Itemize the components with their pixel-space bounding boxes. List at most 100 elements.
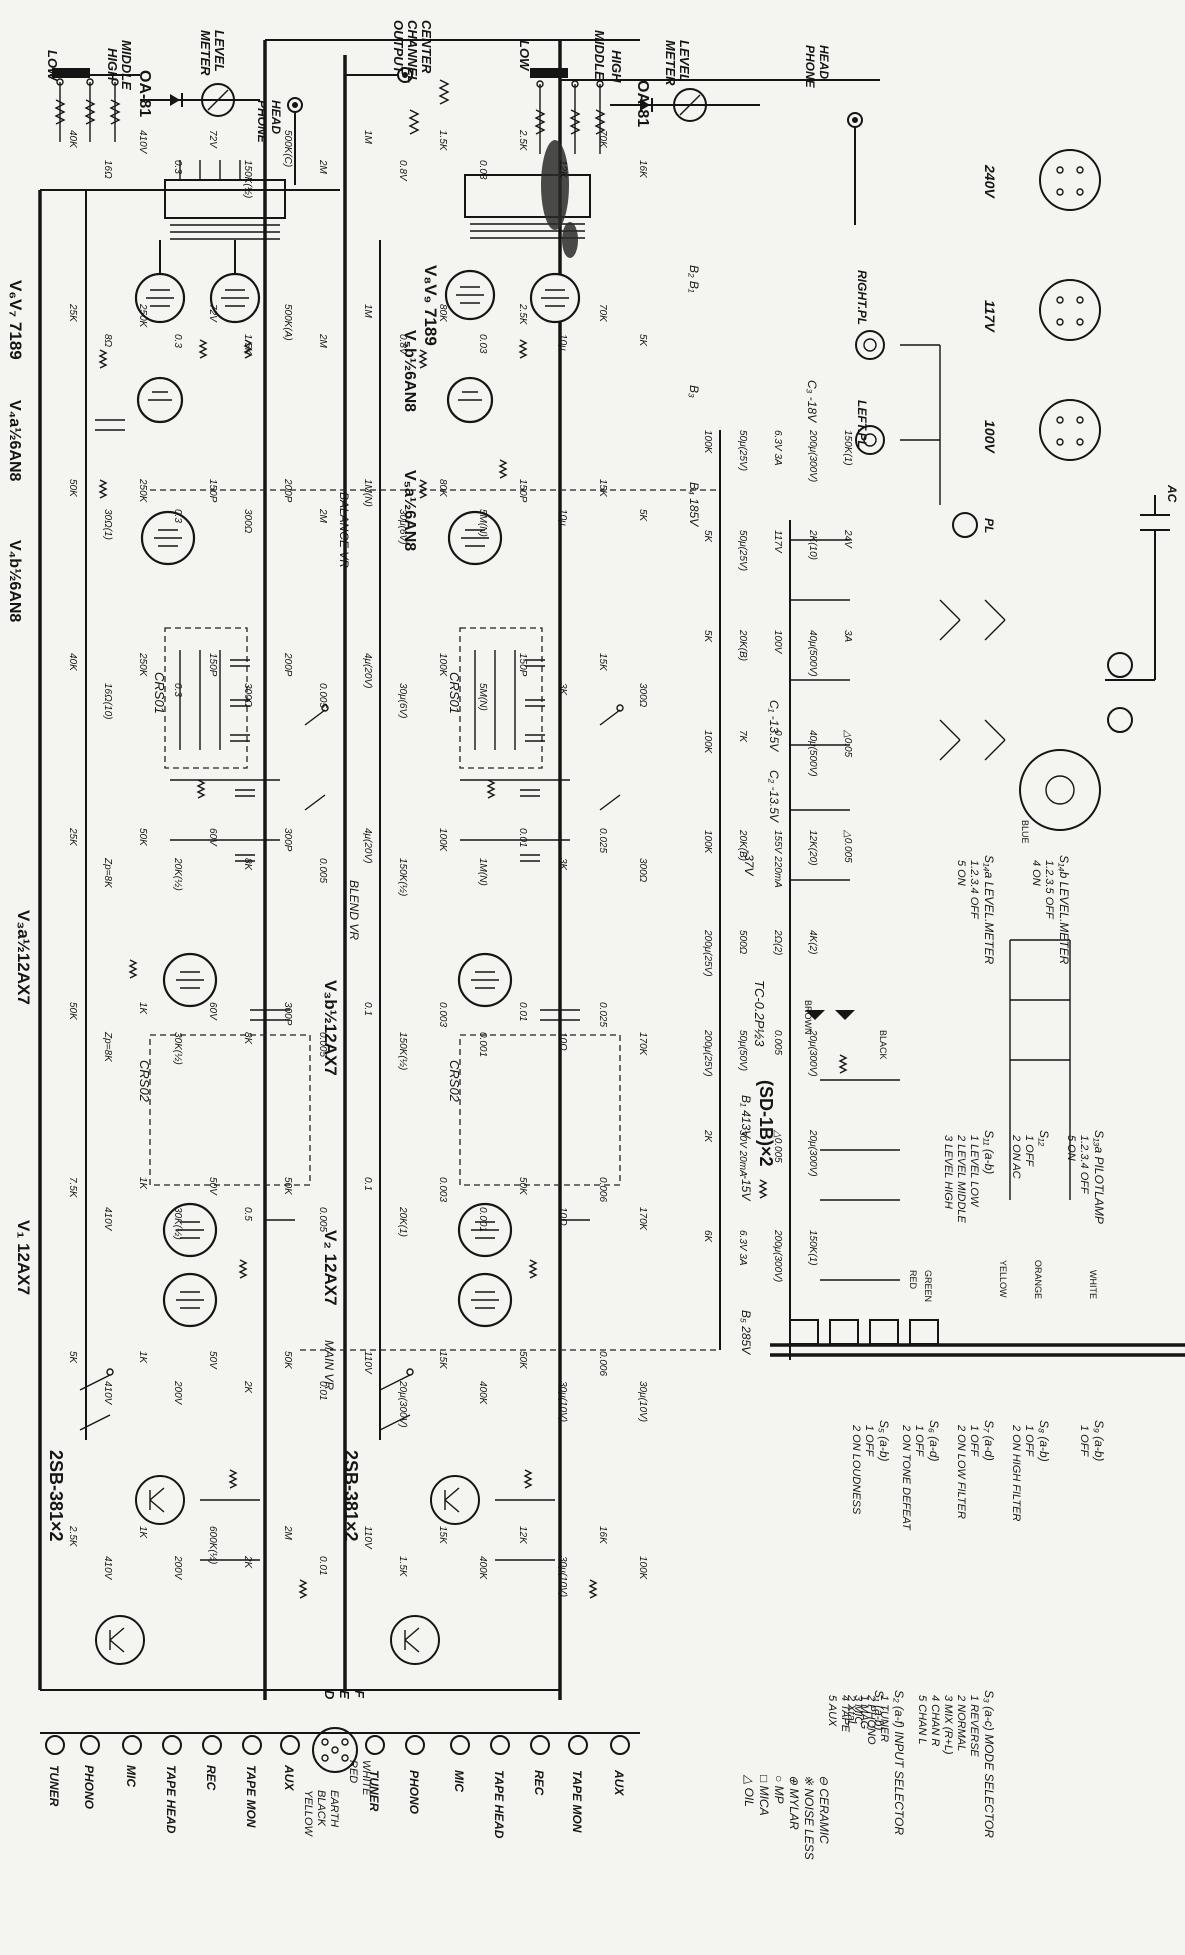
component-value: 410V [102,1207,113,1232]
tube-label-v3b: V₃b½12AX7 [321,980,340,1076]
component-value: 40K [67,653,78,672]
component-value: 8Ω [102,334,113,348]
input-label: TAPE HEAD [492,1770,506,1839]
legend-switch-item: 1 OFF [968,1425,980,1457]
legend-switch-item: 5 AUX [826,1695,838,1727]
legend-switch-item: 4 ON [1030,860,1042,886]
crs02-label-b: CRS02 [447,1060,462,1103]
component-value: 10μ [557,334,568,351]
component-value: 2.5K [517,303,528,326]
component-value: 30K(½) [172,1207,183,1240]
component-value: 30μ(6V) [397,683,408,719]
supply-neg37: -37V [742,850,756,876]
component-value: 100V [772,630,783,655]
legend-material: ※ NOISE LESS [802,1775,816,1860]
component-value: 150K(1) [842,430,853,466]
component-value: 0.025 [597,828,608,853]
legend-switch-item: 5 CHAN L [916,1695,928,1745]
component-value: 0.01 [517,1002,528,1021]
jack-phono-r [405,1735,425,1755]
component-value: 1K [137,1177,148,1191]
component-value: 0.8V [397,334,408,356]
input-label: TAPE MON [570,1770,584,1833]
component-value: 4μ(20V) [362,653,373,689]
svg-text:BLUE: BLUE [1020,820,1030,844]
component-value: 150K(½) [397,858,408,896]
component-value: 5K [637,334,648,348]
component-value: 200V [172,1555,183,1581]
component-value: 300Ω [637,683,648,708]
component-value: 1.5K [437,130,448,152]
component-value: 100K [702,430,713,455]
filter-tone-section [149,627,624,1186]
head-phone-label-left: HEADPHONE [255,100,283,144]
component-value: 150K(1) [807,1230,818,1266]
component-value: 155V 220mA [772,830,783,888]
component-value: 500K(C) [282,130,293,167]
supply-b1: B₁ 413V [739,1095,753,1139]
legend-material: ○ MP [772,1775,786,1804]
component-value: 2M [282,1525,293,1541]
component-value: 1K [137,1351,148,1365]
component-value: 80K [437,304,448,323]
left-pilot-lamp [855,425,885,455]
oa81-right: OA-81 [634,80,651,127]
legend-switch-item: 1 MAG [858,1695,870,1730]
crs01-label-b: CRS01 [447,672,462,714]
component-value: 150K(½) [397,1032,408,1070]
high-label-left: HIGH [105,48,120,81]
labels: CENTERCHANNELOUTPUT LOW MIDDLE HIGH LEVE… [6,20,1179,1839]
component-value: 2.5K [517,129,528,152]
right-channel-output [345,67,863,566]
component-value: 2K [702,1129,713,1144]
component-value: 16Ω [102,160,113,179]
right-pl-label: RIGHT.PL [855,270,869,325]
input-label: REC [204,1765,218,1791]
crs02-label-a: CRS02 [137,1060,152,1103]
component-value: 0.8V [397,160,408,182]
supply-b4: B₄ 185V [687,482,701,527]
legend-material: ⊕ MYLAR [787,1775,801,1830]
component-value: 150P [517,479,528,503]
component-value: 0.03 [477,160,488,180]
component-value: 100K [437,828,448,853]
input-label: TUNER [47,1765,61,1807]
component-value: 1.5K [397,1556,408,1578]
rectifier-label: (SD-1B)×2 [756,1080,776,1167]
component-value: 0.003 [437,1177,448,1202]
legend-switch-item: 1.2.3.4 OFF [968,860,980,920]
component-value: 0.1 [362,1177,373,1191]
component-value: 40μ(500V) [807,730,818,777]
component-value: 250K [137,478,148,504]
legend-switch-item: 1 OFF [1023,1135,1035,1167]
component-value: 8K [242,858,253,872]
component-value: 410V [102,1556,113,1581]
voltage-240v: 240V [982,164,998,199]
component-value: △0.005 [842,829,853,863]
tube-label-v5b: V₅b½6AN8 [401,330,418,412]
svg-text:GREEN: GREEN [923,1270,933,1302]
svg-text:BROWN: BROWN [803,1000,813,1035]
right-pilot-lamp [855,330,885,360]
component-value: 30V 20mA [737,1130,748,1177]
component-value: 50K [517,1177,528,1196]
svg-text:D: D [322,1690,337,1700]
jack-tuner-r [365,1735,385,1755]
head-phone-label-right: HEADPHONE [803,45,831,89]
component-value: 30K(½) [172,1032,183,1065]
svg-text:F: F [352,1690,367,1699]
component-value: 7.5K [67,1177,78,1199]
component-value: 300Ω [637,858,648,883]
component-value: 3K [557,858,568,872]
component-value: 6.3V 3A [772,430,783,466]
component-value: 20μ(300V) [807,1129,818,1177]
legend-switch-item: 5 ON [955,860,967,886]
legend-switch-item: 2 ON LOW FILTER [955,1424,967,1519]
component-value: 50V [207,1177,218,1196]
component-value: 15K [437,1351,448,1370]
component-value: 200μ(300V) [807,429,818,482]
voltage-117v: 117V [982,300,998,333]
socket-240v [1039,149,1101,211]
component-value: 70K [597,304,608,323]
